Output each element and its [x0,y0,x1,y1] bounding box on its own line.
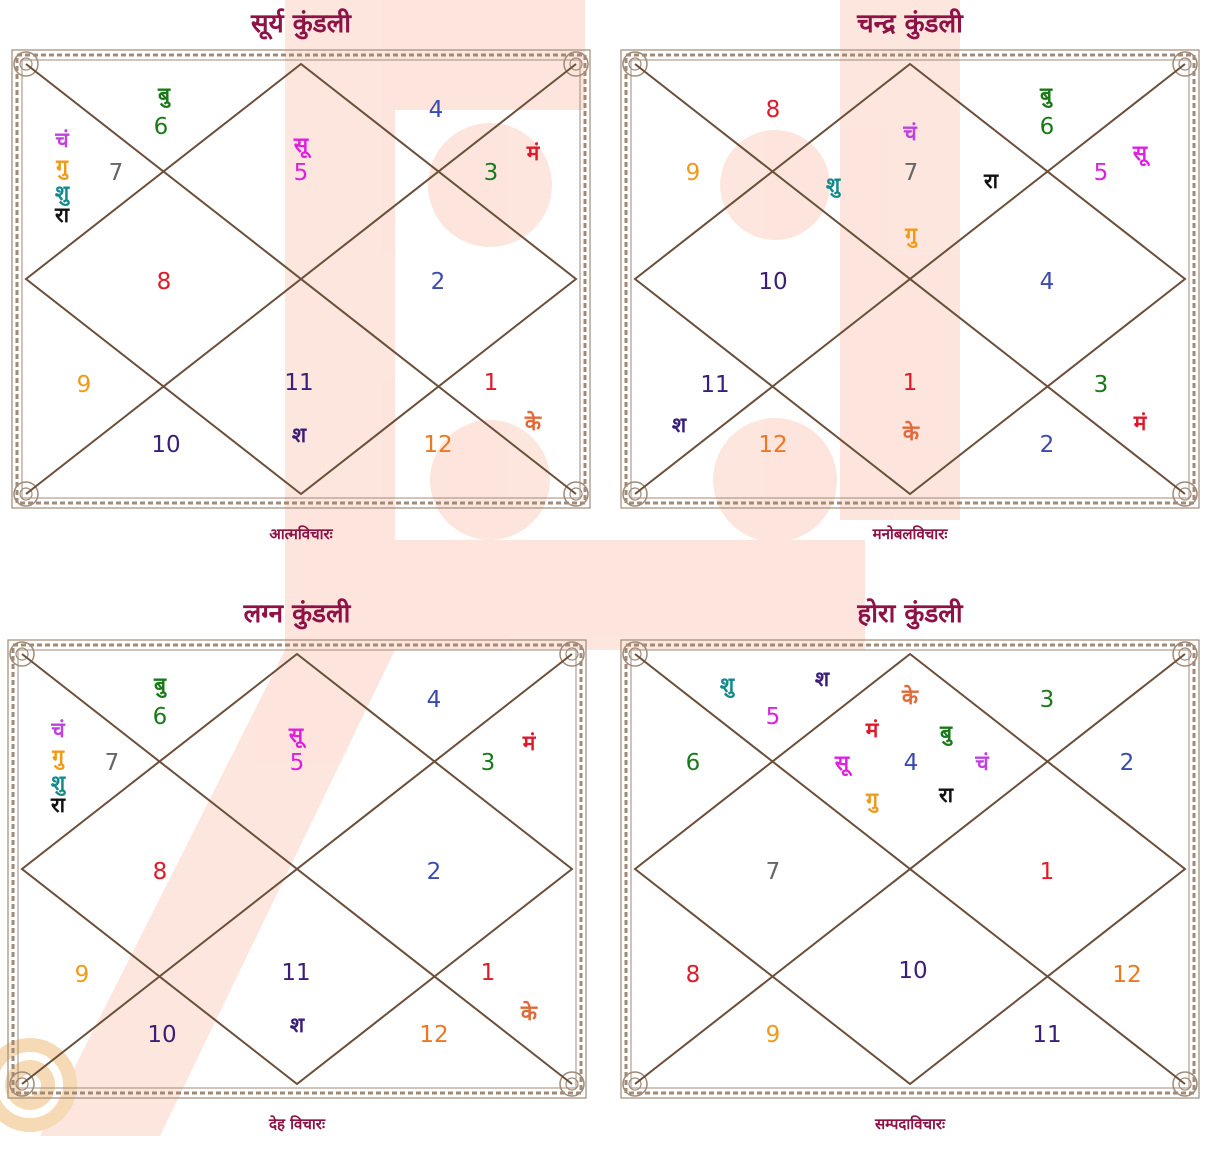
sign-number: 9 [686,160,701,186]
sign-number: 1 [484,370,499,396]
planet-label: रा [50,793,67,817]
sign-number: 9 [75,962,90,988]
planet-label: गु [51,745,65,771]
planet-label: चं [50,718,66,742]
chart-title: लग्न कुंडली [2,594,592,630]
planet-label: बु [157,83,171,109]
sign-number: 8 [686,962,701,988]
planet-label: मं [526,141,541,165]
planet-label: के [901,684,919,709]
sign-number: 8 [766,97,781,123]
sign-number: 6 [1040,114,1055,140]
sign-number: 6 [686,750,701,776]
sign-number: 3 [484,160,499,186]
sign-number: 10 [151,432,180,458]
sign-number: 10 [758,269,787,295]
chart-title: होरा कुंडली [615,594,1205,630]
planet-label: सू [834,751,853,777]
planet-label: मं [1133,411,1148,435]
sign-number: 1 [481,960,496,986]
planet-label: श [290,1013,305,1037]
sign-number: 12 [758,432,787,458]
planet-label: रा [938,783,955,807]
sign-number: 12 [1112,962,1141,988]
chart-title: सूर्य कुंडली [6,4,596,40]
sign-number: 3 [1040,687,1055,713]
sign-number: 5 [766,704,781,730]
planet-label: बु [939,721,953,747]
planet-label: सू [288,723,307,749]
planet-label: चं [54,128,70,152]
planet-label: के [902,420,920,445]
planet-label: शु [720,673,735,699]
sign-number: 3 [481,750,496,776]
sign-number: 5 [290,750,305,776]
sign-number: 2 [1040,432,1055,458]
sign-number: 7 [105,750,120,776]
planet-label: के [520,1000,538,1025]
sign-number: 4 [1040,269,1055,295]
chart-caption: आत्मविचारः [6,524,596,544]
sign-number: 6 [154,114,169,140]
planet-label: गु [904,223,918,249]
planet-label: शु [826,173,841,199]
sign-number: 7 [904,160,919,186]
sign-number: 5 [294,160,309,186]
planet-label: के [524,410,542,435]
planet-label: बु [153,673,167,699]
sign-number: 7 [109,160,124,186]
sign-number: 10 [147,1022,176,1048]
sign-number: 8 [157,269,172,295]
planet-label: गु [55,155,69,181]
planet-label: मं [522,731,537,755]
chart-lines [635,654,1185,1084]
sign-number: 11 [284,370,313,396]
sign-number: 12 [419,1022,448,1048]
planet-label: रा [54,203,71,227]
planet-label: सू [1132,141,1151,167]
planet-label: मं [865,718,880,742]
sign-number: 7 [766,859,781,885]
sign-number: 1 [1040,859,1055,885]
sign-number: 4 [904,750,919,776]
planet-label: बु [1039,83,1053,109]
chart-caption: सम्पदाविचारः [615,1114,1205,1134]
sign-number: 8 [153,859,168,885]
sign-number: 6 [153,704,168,730]
sign-number: 11 [1032,1022,1061,1048]
planet-label: चं [902,121,918,145]
chart-caption: देह विचारः [2,1114,592,1134]
chart-title: चन्द्र कुंडली [615,4,1205,40]
sign-number: 11 [281,960,310,986]
sign-number: 2 [1120,750,1135,776]
sign-number: 4 [429,97,444,123]
sign-number: 10 [898,958,927,984]
sign-number: 12 [423,432,452,458]
sign-number: 9 [766,1022,781,1048]
sign-number: 3 [1094,372,1109,398]
sign-number: 2 [427,859,442,885]
sign-number: 1 [903,370,918,396]
sign-number: 9 [77,372,92,398]
sign-number: 5 [1094,160,1109,186]
planet-label: रा [983,169,1000,193]
sign-number: 2 [431,269,446,295]
planet-label: गु [865,788,879,814]
planet-label: श [815,667,830,691]
chart-caption: मनोबलविचारः [615,524,1205,544]
planet-label: श [292,423,307,447]
planet-label: चं [974,751,990,775]
planet-label: सू [293,133,312,159]
sign-number: 4 [427,687,442,713]
sign-number: 11 [700,372,729,398]
planet-label: श [672,413,687,437]
